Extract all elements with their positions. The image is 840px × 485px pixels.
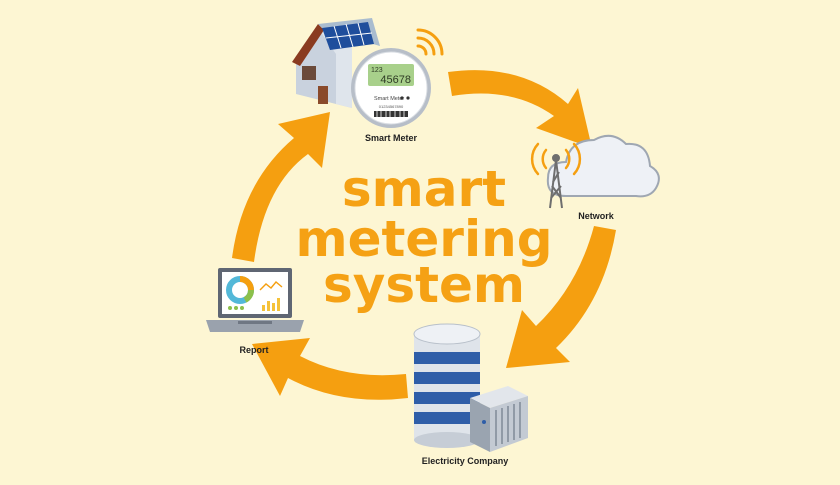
title-line-system: system xyxy=(323,256,525,314)
house-icon xyxy=(292,18,380,108)
report-label: Report xyxy=(240,345,269,355)
smart-meter-node: 123 45678 Smart Meter 01234567890 Smart … xyxy=(292,18,444,143)
meter-brand: Smart Meter xyxy=(374,96,404,102)
smart-meter-icon: 123 45678 Smart Meter 01234567890 xyxy=(351,48,431,128)
electricity-company-label: Electricity Company xyxy=(422,456,509,466)
electricity-company-node: Electricity Company xyxy=(413,323,528,466)
meter-reading-top: 123 xyxy=(371,67,383,74)
cloud-icon xyxy=(546,134,660,198)
network-node: Network xyxy=(530,134,660,221)
bar-chart-icon xyxy=(262,298,280,311)
meter-serial: 01234567890 xyxy=(379,104,404,109)
report-node: Report xyxy=(206,268,304,355)
wifi-signal-icon xyxy=(416,28,444,56)
smart-meter-label: Smart Meter xyxy=(365,133,418,143)
network-label: Network xyxy=(578,211,615,221)
status-dots-icon xyxy=(228,306,244,310)
arrow-network-to-company xyxy=(506,226,616,368)
title-line-smart: smart xyxy=(342,160,506,218)
broadcast-signal-icon xyxy=(530,142,582,176)
radio-tower-icon xyxy=(549,154,563,209)
title-line-metering: metering xyxy=(295,210,552,268)
cycle-arrows xyxy=(232,70,616,400)
arrow-report-to-meter xyxy=(232,112,330,262)
center-title: smart metering system xyxy=(295,160,552,314)
server-rack-icon xyxy=(470,386,528,452)
laptop-icon xyxy=(206,268,304,332)
arrow-meter-to-network xyxy=(448,70,592,148)
donut-chart-icon xyxy=(226,276,254,304)
line-chart-icon xyxy=(259,281,283,291)
meter-reading: 45678 xyxy=(380,74,411,86)
arrow-company-to-report xyxy=(252,338,408,400)
database-icon xyxy=(413,323,481,448)
